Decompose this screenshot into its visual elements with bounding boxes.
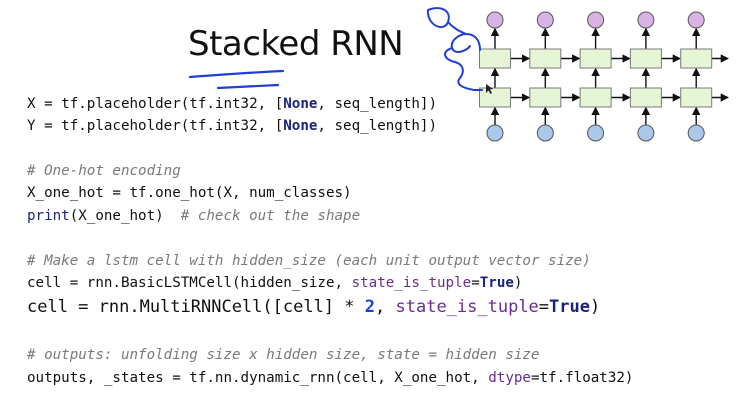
input-node — [687, 124, 705, 142]
code-line: # Make a lstm cell with hidden_size (eac… — [27, 250, 591, 272]
code-token: X_one_hot = tf.one_hot(X, num_classes) — [27, 185, 352, 201]
handwritten-annotation — [426, 7, 483, 91]
input-node — [536, 124, 554, 142]
code-line: # One-hot encoding — [27, 160, 181, 182]
code-comment: # Make a lstm cell with hidden_size (eac… — [27, 253, 591, 269]
output-node — [687, 11, 705, 29]
code-token: dtype — [488, 370, 531, 386]
code-line: outputs, _states = tf.nn.dynamic_rnn(cel… — [27, 367, 633, 389]
code-token: ) — [513, 275, 523, 291]
code-line: # outputs: unfolding size x hidden size,… — [27, 344, 540, 366]
title-underline-2 — [216, 83, 280, 90]
output-node — [587, 11, 605, 29]
code-token: (X_one_hot) — [69, 208, 181, 224]
code-token: ) — [590, 297, 601, 317]
code-comment: # check out the shape — [180, 208, 361, 224]
code-token: , seq_length]) — [317, 96, 438, 112]
code-token: , seq_length]) — [317, 118, 438, 134]
code-token: = — [538, 297, 550, 317]
output-node — [486, 11, 504, 29]
rnn-cell-layer-2 — [479, 48, 511, 69]
code-token: cell = rnn.MultiRNNCell([cell] * — [27, 297, 365, 317]
rnn-cell-layer-1 — [479, 87, 511, 108]
code-token: cell = rnn.BasicLSTMCell(hidden_size, — [27, 275, 352, 291]
code-token: , — [375, 297, 396, 317]
rnn-cell-layer-1 — [529, 87, 562, 108]
code-token: = — [471, 275, 480, 291]
slide-title: Stacked RNN — [188, 24, 404, 64]
code-line: cell = rnn.MultiRNNCell([cell] * 2, stat… — [27, 296, 600, 318]
code-token: state_is_tuple — [351, 275, 472, 291]
code-comment: # One-hot encoding — [27, 163, 181, 179]
code-line: Y = tf.placeholder(tf.int32, [None, seq_… — [27, 115, 437, 137]
input-node — [587, 124, 605, 142]
output-node — [536, 11, 554, 29]
code-token: X = tf.placeholder(tf.int32, [ — [27, 96, 284, 112]
code-line: X_one_hot = tf.one_hot(X, num_classes) — [27, 182, 352, 204]
code-comment: # outputs: unfolding size x hidden size,… — [27, 347, 540, 363]
code-token: Y = tf.placeholder(tf.int32, [ — [27, 118, 284, 134]
code-token: outputs, _states = tf.nn.dynamic_rnn(cel… — [27, 370, 489, 386]
input-node — [637, 124, 655, 142]
title-underline-1 — [188, 69, 285, 79]
input-node — [486, 124, 504, 142]
rnn-cell-layer-1 — [680, 87, 713, 108]
code-token: None — [283, 118, 318, 134]
code-token: print — [27, 208, 70, 224]
rnn-cell-layer-2 — [680, 48, 713, 69]
code-line: cell = rnn.BasicLSTMCell(hidden_size, st… — [27, 272, 522, 294]
rnn-cell-layer-1 — [579, 87, 612, 108]
code-token: =tf.float32) — [530, 370, 634, 386]
output-node — [637, 11, 655, 29]
rnn-cell-layer-2 — [529, 48, 562, 69]
rnn-cell-layer-1 — [629, 87, 662, 108]
code-line: X = tf.placeholder(tf.int32, [None, seq_… — [27, 93, 437, 115]
code-token: True — [479, 275, 514, 291]
code-token: None — [283, 96, 318, 112]
code-token: state_is_tuple — [395, 297, 539, 317]
rnn-cell-layer-2 — [579, 48, 612, 69]
code-token: True — [549, 297, 590, 317]
mouse-cursor-icon — [486, 84, 493, 94]
code-token: 2 — [364, 297, 376, 317]
rnn-cell-layer-2 — [629, 48, 662, 69]
code-line: print(X_one_hot) # check out the shape — [27, 205, 360, 227]
